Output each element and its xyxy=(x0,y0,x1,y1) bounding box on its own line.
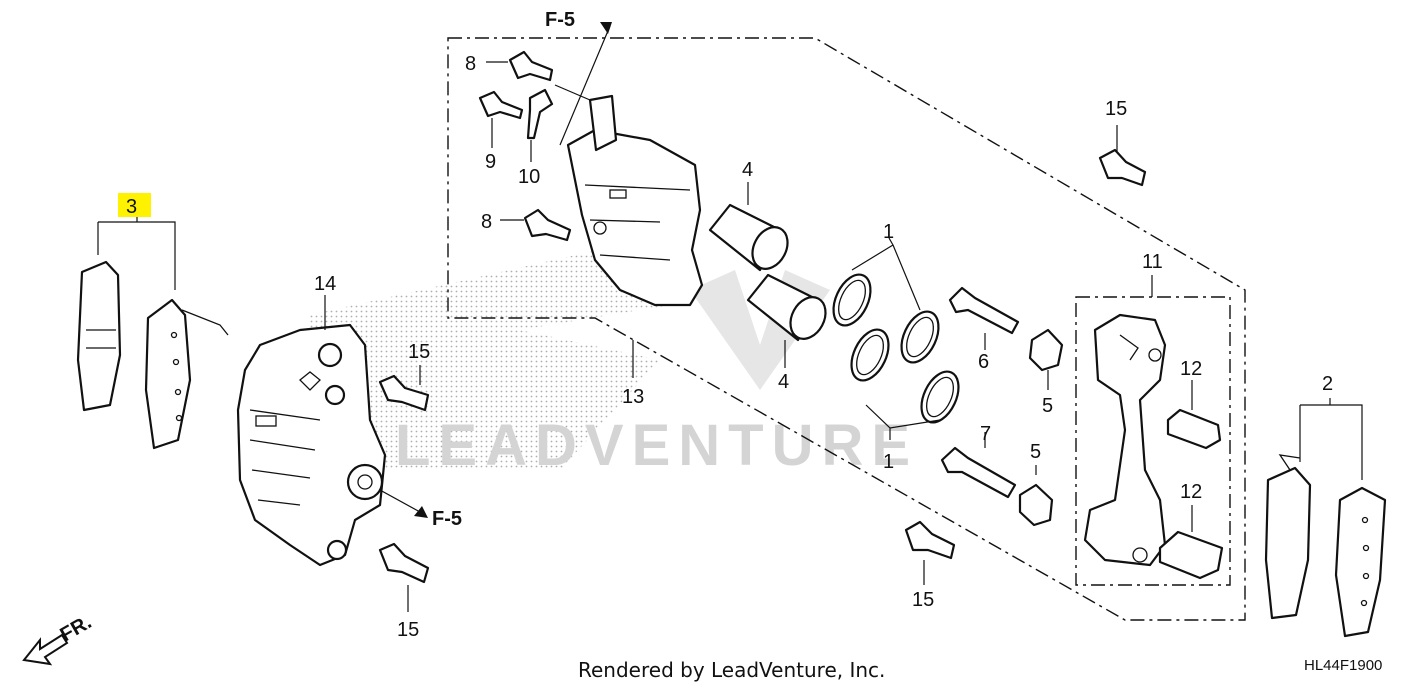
ref-arrow-top: F-5 xyxy=(545,9,612,146)
slide-pin-lower[interactable] xyxy=(940,446,1017,499)
caliper-bracket[interactable] xyxy=(1083,313,1167,567)
bolt-8-lower[interactable] xyxy=(523,208,572,242)
clip-10[interactable] xyxy=(526,88,554,140)
callout-7[interactable]: 7 xyxy=(980,423,991,445)
bolt-15-caliper-lower[interactable] xyxy=(378,542,430,584)
callout-5-lower[interactable]: 5 xyxy=(1030,441,1041,463)
slide-pin-upper[interactable] xyxy=(948,286,1020,335)
pin-boot-upper[interactable] xyxy=(1028,328,1064,372)
bolt-15-bracket-lower[interactable] xyxy=(904,520,956,560)
callout-12-upper[interactable]: 12 xyxy=(1180,358,1202,380)
callout-15-caliper-upper[interactable]: 15 xyxy=(408,341,430,363)
bleeder-screw-9[interactable] xyxy=(478,90,524,120)
ref-f5-top[interactable]: F-5 xyxy=(545,9,575,31)
pad-spring-lower[interactable] xyxy=(1158,530,1224,580)
callout-highlight xyxy=(118,193,151,217)
pin-boot-lower[interactable] xyxy=(1018,483,1054,527)
callout-6[interactable]: 6 xyxy=(978,351,989,373)
callout-9[interactable]: 9 xyxy=(485,151,496,173)
brake-pad-set-right[interactable] xyxy=(1264,454,1387,638)
callout-1-upper[interactable]: 1 xyxy=(883,221,894,243)
callout-13[interactable]: 13 xyxy=(622,386,644,408)
diagram-code: HL44F1900 xyxy=(1304,657,1383,674)
front-direction-indicator: FR. xyxy=(22,611,95,666)
ref-f5-right[interactable]: F-5 xyxy=(432,508,462,530)
callout-2[interactable]: 2 xyxy=(1322,373,1333,395)
ref-arrow-right: F-5 xyxy=(379,489,462,530)
callout-5-upper[interactable]: 5 xyxy=(1042,395,1053,417)
callout-10[interactable]: 10 xyxy=(518,166,540,188)
piston-upper[interactable] xyxy=(708,203,794,275)
callout-12-lower[interactable]: 12 xyxy=(1180,481,1202,503)
bolt-8-upper[interactable] xyxy=(508,50,554,82)
caliper-exploded[interactable] xyxy=(566,94,704,307)
rendered-by-footer: Rendered by LeadVenture, Inc. xyxy=(578,658,886,682)
pad-spring-upper[interactable] xyxy=(1166,408,1222,450)
callout-1-lower[interactable]: 1 xyxy=(883,451,894,473)
callouts: 3 2 1 1 4 4 5 5 6 7 8 8 9 10 11 12 12 13… xyxy=(126,53,1333,641)
callout-15-top-right[interactable]: 15 xyxy=(1105,98,1127,120)
callout-8-lower[interactable]: 8 xyxy=(481,211,492,233)
bolt-15-top-right[interactable] xyxy=(1098,148,1147,187)
callout-8-upper[interactable]: 8 xyxy=(465,53,476,75)
callout-11[interactable]: 11 xyxy=(1142,251,1163,273)
callout-14[interactable]: 14 xyxy=(314,273,336,295)
brake-pad-set-left[interactable] xyxy=(76,260,229,450)
callout-15-caliper-lower[interactable]: 15 xyxy=(397,619,419,641)
watermark-text: LEADVENTURE xyxy=(395,413,918,478)
bolt-15-caliper-upper[interactable] xyxy=(378,374,430,412)
piston-seals[interactable] xyxy=(826,269,966,428)
callout-15-bracket-lower[interactable]: 15 xyxy=(912,589,934,611)
callout-4-lower[interactable]: 4 xyxy=(778,371,789,393)
piston-lower[interactable] xyxy=(746,273,832,345)
watermark: LEADVENTURE xyxy=(300,245,918,478)
callout-3[interactable]: 3 xyxy=(126,196,137,218)
caliper-body[interactable] xyxy=(236,323,387,567)
callout-4-upper[interactable]: 4 xyxy=(742,159,753,181)
assembly-outlines xyxy=(447,37,1246,621)
